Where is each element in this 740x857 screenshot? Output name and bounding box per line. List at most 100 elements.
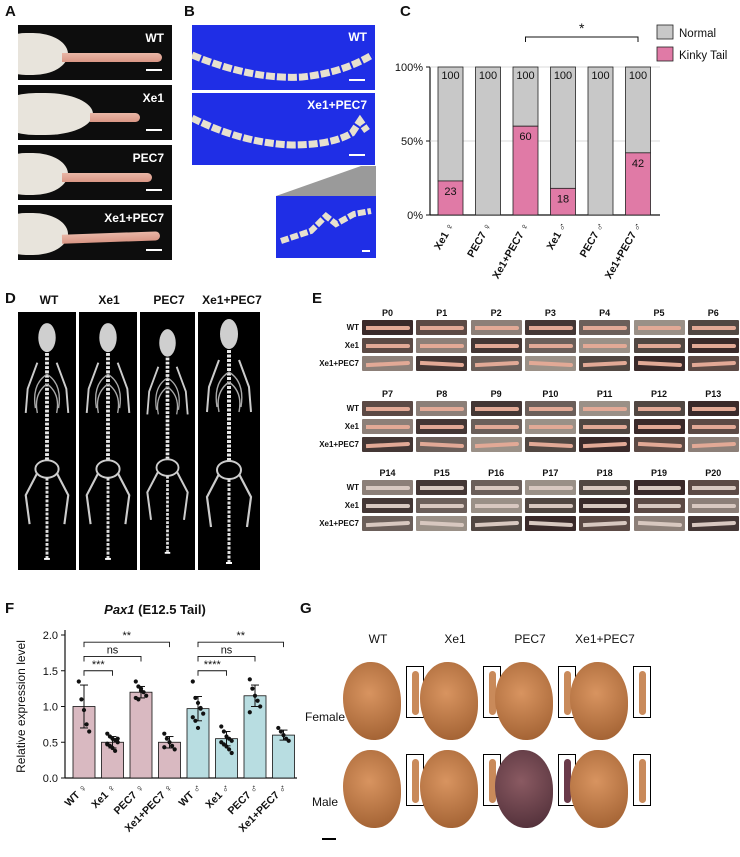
tail-shape bbox=[420, 360, 465, 368]
scale-bar bbox=[146, 69, 162, 71]
tail-photo bbox=[633, 498, 685, 513]
category-label: Xe1 ♂ bbox=[544, 221, 569, 253]
bar-kinky-tail bbox=[550, 187, 576, 216]
bar-kinky-tail bbox=[437, 180, 464, 216]
category-label: Xe1+PEC7 ♂ bbox=[603, 221, 645, 282]
tail-photo bbox=[687, 498, 739, 513]
tail-photo bbox=[579, 516, 631, 531]
vertebra-chain-icon bbox=[280, 208, 372, 244]
data-point bbox=[281, 733, 286, 738]
inset-tail-icon bbox=[412, 759, 419, 803]
data-point bbox=[276, 725, 281, 731]
legend-swatch bbox=[656, 46, 674, 62]
significance-label: ** bbox=[236, 630, 245, 642]
skeleton-label: PEC7 bbox=[153, 293, 185, 307]
data-point bbox=[133, 679, 138, 684]
inset-tail-icon bbox=[489, 671, 496, 715]
tail-shape bbox=[528, 424, 573, 429]
tail-shape bbox=[420, 441, 465, 449]
tail-photo bbox=[416, 356, 468, 371]
expression-bar bbox=[129, 691, 153, 779]
data-point bbox=[110, 745, 115, 751]
tail-photo bbox=[524, 419, 576, 434]
skeleton-xray bbox=[140, 312, 195, 570]
significance-bracket bbox=[525, 36, 639, 42]
data-point bbox=[278, 729, 283, 734]
tail-shape bbox=[365, 520, 411, 528]
tail-shape bbox=[637, 520, 682, 528]
y-tick-label: 0.5 bbox=[43, 737, 58, 749]
embryo-image bbox=[343, 750, 401, 828]
significance-label: **** bbox=[204, 659, 222, 671]
tail-shape bbox=[474, 485, 519, 490]
tail-shape bbox=[474, 441, 519, 449]
tail-shape bbox=[420, 485, 465, 490]
data-point bbox=[84, 722, 89, 727]
bar-total-label: 100 bbox=[554, 70, 572, 82]
tail-shape bbox=[474, 325, 519, 330]
tail-photo bbox=[687, 516, 739, 531]
significance-bracket bbox=[197, 670, 227, 676]
tail-photo bbox=[687, 419, 739, 434]
tail-photo bbox=[416, 516, 468, 531]
tail-shape bbox=[583, 424, 628, 429]
significance-bracket bbox=[83, 656, 142, 662]
tail-photo bbox=[362, 401, 413, 416]
timepoint-label: P16 bbox=[488, 468, 505, 478]
bar-normal bbox=[625, 66, 651, 154]
tail-shape bbox=[637, 441, 682, 449]
tail-shape bbox=[420, 406, 465, 411]
rat-tail bbox=[61, 231, 161, 244]
timepoint-label: P18 bbox=[596, 468, 613, 478]
tail-shape bbox=[420, 503, 465, 508]
tail-shape bbox=[691, 325, 736, 330]
tail-photo bbox=[524, 320, 576, 335]
data-point bbox=[162, 731, 167, 736]
tail-photo bbox=[579, 480, 631, 495]
genotype-row-label: WT bbox=[346, 483, 359, 492]
data-point bbox=[162, 745, 167, 750]
tail-shape bbox=[528, 325, 573, 330]
embryo-genotype-label: PEC7 bbox=[514, 632, 546, 646]
data-point bbox=[164, 736, 169, 741]
tail-photo bbox=[687, 320, 739, 335]
timepoint-label: P10 bbox=[542, 389, 559, 399]
tail-shape bbox=[474, 520, 519, 528]
tail-photo bbox=[470, 320, 522, 335]
y-tick-label: 1.0 bbox=[43, 702, 58, 714]
category-label: Xe1 ♀ bbox=[432, 221, 457, 253]
tail-photo bbox=[524, 480, 576, 495]
data-point bbox=[190, 715, 195, 720]
embryo-sex-label: Male bbox=[311, 795, 338, 809]
vertebra-chain-icon bbox=[192, 114, 370, 149]
tail-shape bbox=[366, 343, 410, 348]
photo-label: PEC7 bbox=[132, 151, 164, 165]
tail-shape bbox=[528, 485, 573, 490]
timepoint-label: P8 bbox=[436, 389, 448, 399]
tail-photo bbox=[416, 498, 468, 513]
data-point bbox=[144, 693, 149, 698]
tail-photo bbox=[524, 437, 576, 452]
photo-label: Xe1 bbox=[142, 91, 164, 105]
data-point bbox=[81, 707, 87, 713]
inset-tail-icon bbox=[489, 759, 496, 803]
tail-shape bbox=[691, 485, 736, 490]
xray-zoom bbox=[276, 196, 376, 258]
tail-photo bbox=[524, 498, 576, 513]
scale-bar bbox=[322, 838, 336, 840]
y-tick-label: 100% bbox=[395, 62, 423, 74]
tail-shape bbox=[528, 343, 573, 348]
tail-photo bbox=[524, 516, 576, 531]
tail-photo bbox=[687, 356, 739, 371]
timepoint-label: P14 bbox=[379, 468, 396, 478]
panel-label-c: C bbox=[400, 3, 411, 20]
tail-shape bbox=[528, 520, 573, 528]
category-label: WT ♀ bbox=[62, 782, 90, 810]
data-point bbox=[193, 695, 198, 701]
expression-bar bbox=[272, 734, 295, 779]
tail-shape bbox=[474, 360, 519, 368]
tail-photo bbox=[524, 401, 576, 416]
data-point bbox=[87, 729, 92, 734]
bar-normal bbox=[475, 66, 501, 216]
bar-normal bbox=[512, 66, 539, 127]
